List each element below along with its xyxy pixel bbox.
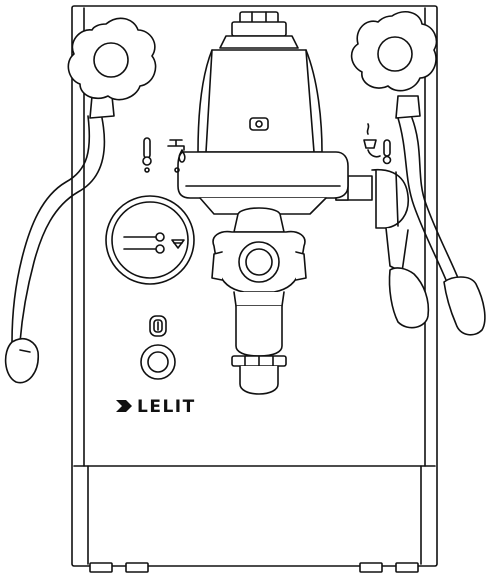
brew-head-top: [219, 11, 299, 49]
portafilter: [211, 207, 307, 307]
brand-name: LELIT: [137, 397, 196, 417]
thermometer-icon: [142, 137, 152, 173]
portafilter-handle: [231, 305, 287, 395]
right-wand: [397, 117, 486, 336]
water-drop-icon: [171, 239, 185, 249]
left-wand: [4, 115, 106, 384]
right-knob-collar: [395, 95, 421, 119]
cup-steam-thermometer-icon: [363, 123, 392, 165]
machine-feet: [89, 562, 419, 573]
left-knob-collar: [89, 95, 115, 119]
pressure-gauge: [105, 195, 195, 285]
power-switch-icon[interactable]: [149, 315, 167, 337]
brew-head-block: [197, 49, 323, 153]
right-star-knob[interactable]: [350, 11, 438, 92]
hot-water-tap-icon: [167, 139, 186, 173]
brew-button[interactable]: [140, 344, 176, 380]
lelit-arrow-logo-icon: [116, 400, 132, 412]
left-star-knob[interactable]: [67, 17, 157, 101]
group-head: [177, 151, 349, 215]
